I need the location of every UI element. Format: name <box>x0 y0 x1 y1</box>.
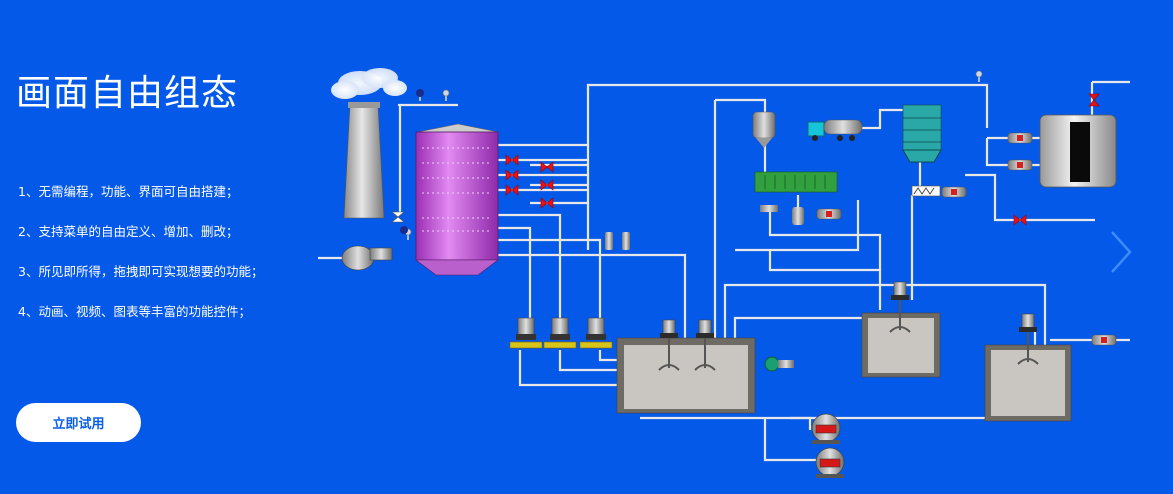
sedimentation-tank-1 <box>861 281 941 378</box>
try-now-button[interactable]: 立即试用 <box>16 403 141 442</box>
storage-tank <box>1039 114 1117 188</box>
process-flow-diagram <box>318 68 1130 479</box>
reaction-tank <box>616 319 756 414</box>
sedimentation-tank-2 <box>984 313 1072 422</box>
chevron-right-icon[interactable] <box>1106 228 1136 276</box>
tanker-truck <box>807 119 863 141</box>
chimney <box>331 68 407 219</box>
feature-item: 4、动画、视频、图表等丰富的功能控件； <box>18 304 251 319</box>
scrubber-tower <box>415 123 499 276</box>
settling-tank <box>902 104 942 197</box>
page-title: 画面自由组态 <box>16 73 239 114</box>
feature-item: 3、所见即所得，拖拽即可实现想要的功能； <box>18 264 264 279</box>
filter-press <box>754 171 838 225</box>
feature-item: 2、支持菜单的自由定义、增加、删改； <box>18 224 239 239</box>
feature-item: 1、无需编程，功能、界面可自由搭建； <box>18 184 239 199</box>
feature-list: 1、无需编程，功能、界面可自由搭建； 2、支持菜单的自由定义、增加、删改； 3、… <box>18 184 263 344</box>
